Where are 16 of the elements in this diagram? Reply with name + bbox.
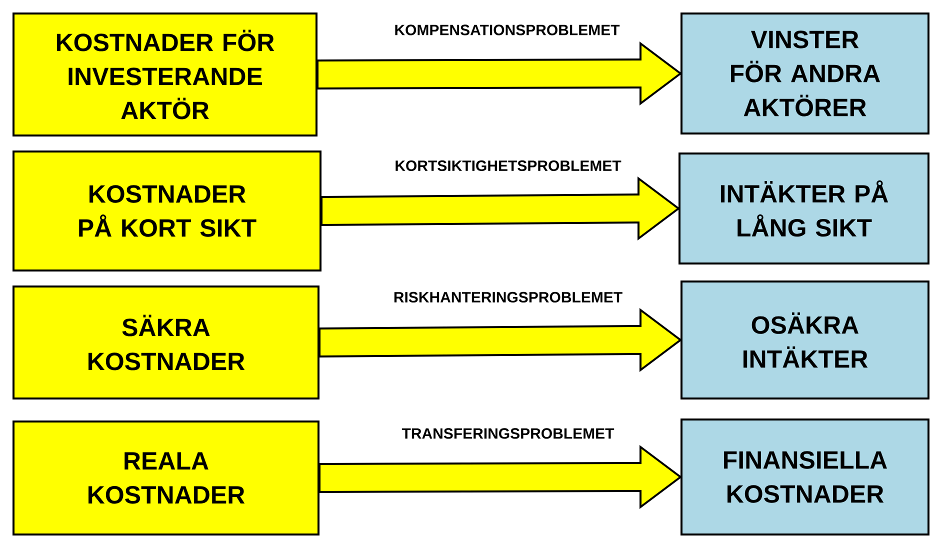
block-arrow — [320, 176, 680, 240]
revenue-box: FINANSIELLA KOSTNADER — [680, 418, 930, 536]
edge-label: TRANSFERINGSPROBLEMET — [402, 428, 614, 439]
edge-label: KOMPENSATIONSPROBLEMET — [395, 24, 620, 36]
block-arrow — [318, 308, 682, 372]
cost-box: SÄKRA KOSTNADER — [12, 286, 320, 400]
revenue-box: INTÄKTER PÅ LÅNG SIKT — [678, 152, 930, 264]
edge-label: KORTSIKTIGHETSPROBLEMET — [396, 160, 622, 172]
revenue-box: VINSTER FÖR ANDRA AKTÖRER — [680, 12, 930, 134]
edge-label: RISKHANTERINGSPROBLEMET — [394, 292, 622, 303]
cost-box: KOSTNADER PÅ KORT SIKT — [12, 150, 322, 272]
cost-box: KOSTNADER FÖR INVESTERANDE AKTÖR — [12, 12, 318, 136]
cost-box: REALA KOSTNADER — [12, 420, 320, 536]
block-arrow — [316, 42, 682, 106]
block-arrow — [318, 444, 682, 509]
revenue-box: OSÄKRA INTÄKTER — [680, 280, 930, 400]
